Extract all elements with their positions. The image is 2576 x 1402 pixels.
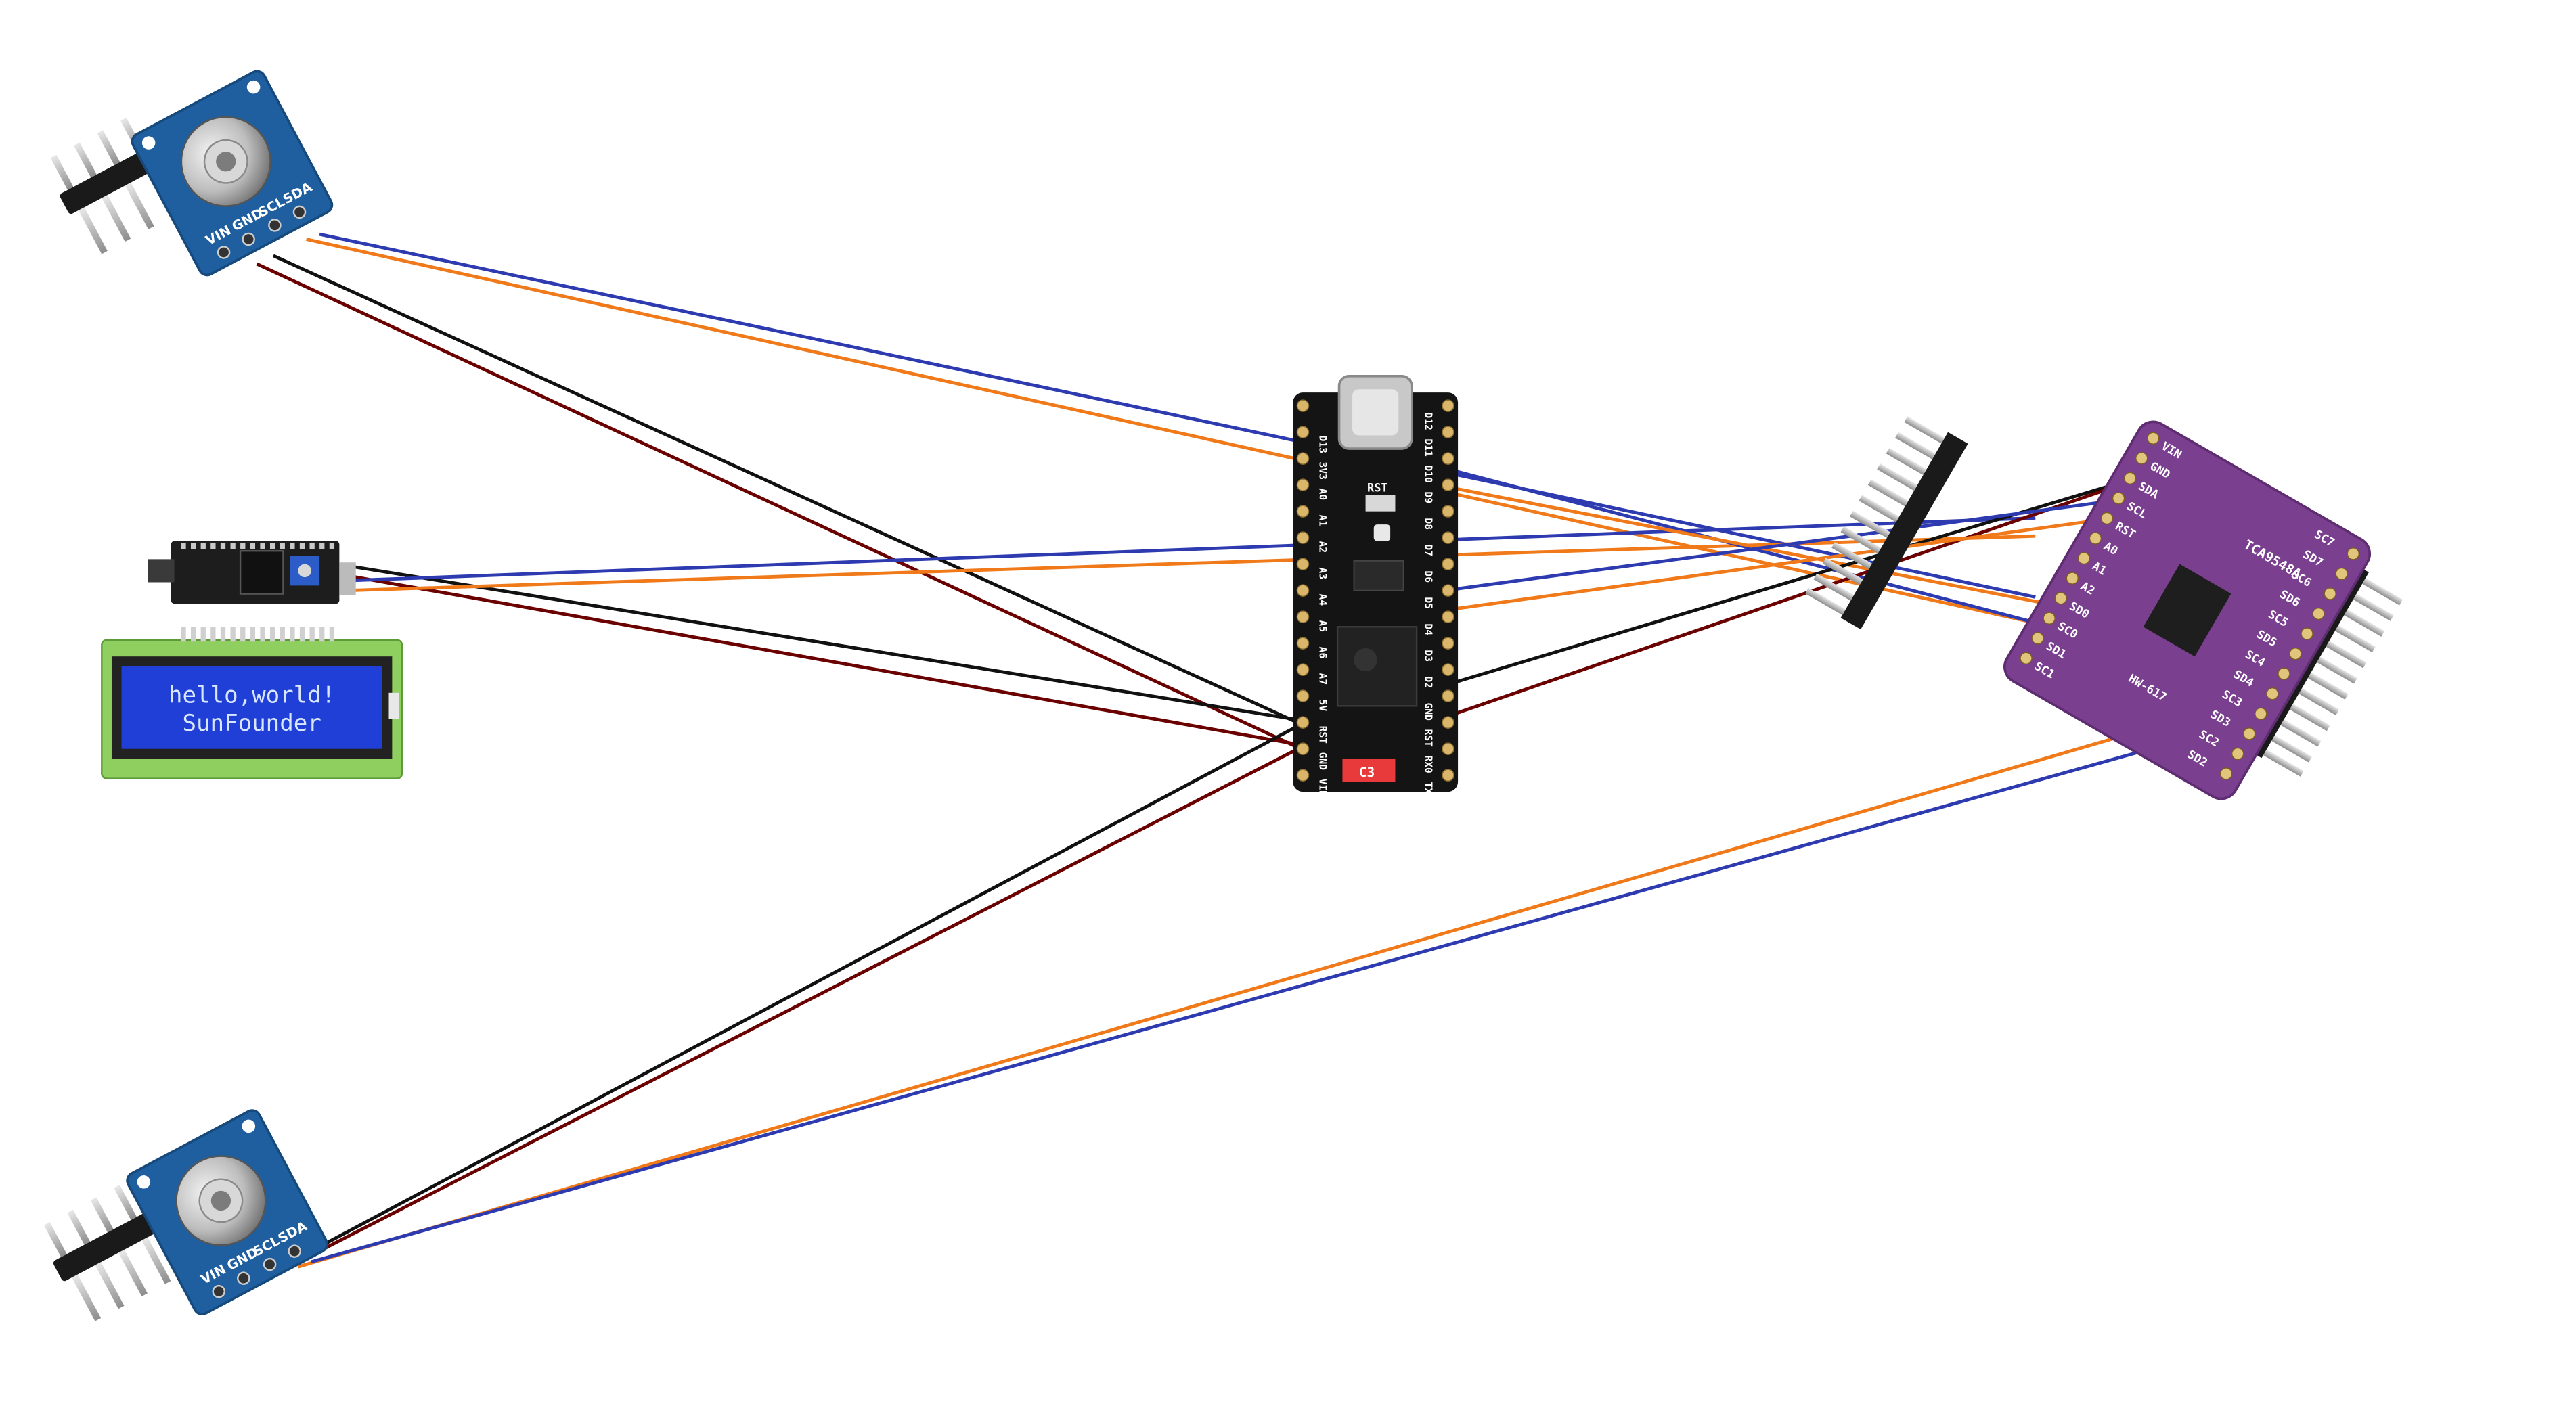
svg-text:D13: D13 xyxy=(1316,436,1328,453)
svg-text:RX0: RX0 xyxy=(1422,755,1434,773)
svg-text:TX1: TX1 xyxy=(1422,782,1434,800)
svg-text:D12: D12 xyxy=(1422,412,1434,430)
lcd-line-1: hello,world! xyxy=(169,681,335,708)
top-ir-sensor: VIN GND SCL SDA xyxy=(50,70,334,277)
mux-chip xyxy=(2143,564,2231,657)
wires xyxy=(249,232,2188,1288)
svg-text:D8: D8 xyxy=(1422,518,1434,530)
svg-text:D4: D4 xyxy=(1422,623,1434,635)
svg-text:A3: A3 xyxy=(1316,568,1328,580)
wire-mcu-vin xyxy=(1419,460,2188,727)
svg-text:RST: RST xyxy=(1422,729,1434,747)
wire-lcd-sda xyxy=(347,516,2036,583)
mcu-left-pin-labels: D13 3V3 A0 A1 A2 A3 A4 A5 A6 A7 5V RST G… xyxy=(1316,436,1328,796)
svg-text:A7: A7 xyxy=(1316,673,1328,685)
wire-bottom-sensor-vin xyxy=(249,744,1306,1288)
wire-lcd-vin xyxy=(347,574,1305,748)
wire-top-sensor-vin xyxy=(256,262,1306,752)
svg-text:D10: D10 xyxy=(1422,465,1434,482)
bottom-sensor-header-pins xyxy=(43,1185,171,1321)
mcu-chip-label: C3 xyxy=(1359,765,1375,780)
wire-bottom-sensor-gnd xyxy=(259,721,1306,1280)
svg-text:D3: D3 xyxy=(1422,650,1434,662)
esp32-c3-board: D13 3V3 A0 A1 A2 A3 A4 A5 A6 A7 5V RST G… xyxy=(1293,374,1459,800)
svg-text:GND: GND xyxy=(1316,752,1328,771)
svg-text:A2: A2 xyxy=(1316,541,1328,553)
mcu-rst-label: RST xyxy=(1367,481,1388,495)
wire-mcu-gnd xyxy=(1419,468,2163,695)
wire-lcd-gnd xyxy=(347,564,1305,723)
svg-text:A6: A6 xyxy=(1316,647,1328,659)
svg-text:D7: D7 xyxy=(1422,544,1434,556)
svg-text:A5: A5 xyxy=(1316,620,1328,633)
svg-text:D6: D6 xyxy=(1422,570,1434,583)
lcd-line-2: SunFounder xyxy=(182,710,321,737)
svg-text:3V3: 3V3 xyxy=(1316,462,1328,480)
svg-text:D2: D2 xyxy=(1422,676,1434,688)
svg-text:GND: GND xyxy=(1422,702,1434,721)
svg-text:VIN: VIN xyxy=(1316,779,1328,796)
wire-top-sensor-gnd xyxy=(272,254,1306,727)
mcu-main-chip xyxy=(1336,626,1418,707)
mcu-reset-button[interactable] xyxy=(1365,495,1396,512)
tca9548a-multiplexer: TCA9548A HW-617 VIN GND SDA SCL RST A0 A… xyxy=(1805,416,2403,800)
wire-bottom-sensor-sda xyxy=(311,744,2163,1264)
wire-top-sensor-scl xyxy=(306,238,2031,624)
wire-mcu-scl xyxy=(1419,480,2039,604)
svg-text:A1: A1 xyxy=(1316,515,1328,527)
svg-text:D9: D9 xyxy=(1422,491,1434,503)
mcu-right-pin-labels: D12 D11 D10 D9 D8 D7 D6 D5 D4 D3 D2 GND … xyxy=(1422,412,1434,800)
svg-text:5V: 5V xyxy=(1316,700,1328,712)
wire-mux-sda-local xyxy=(1419,493,2158,595)
wire-bottom-sensor-scl xyxy=(297,724,2158,1269)
bottom-ir-sensor: VIN GND SCL SDA xyxy=(43,1109,328,1321)
wire-mux-scl-local xyxy=(1419,510,2163,616)
wire-top-sensor-sda xyxy=(319,232,2036,599)
lcd-1602-module: hello,world! SunFounder xyxy=(101,627,403,779)
svg-text:D11: D11 xyxy=(1422,438,1434,457)
mux-left-header xyxy=(1805,416,1968,630)
svg-text:RST: RST xyxy=(1316,726,1328,744)
svg-text:D5: D5 xyxy=(1422,597,1434,609)
lcd-i2c-backpack xyxy=(148,541,356,604)
svg-text:A0: A0 xyxy=(1316,489,1328,501)
lcd-screen xyxy=(121,666,382,749)
svg-text:A4: A4 xyxy=(1316,594,1328,606)
